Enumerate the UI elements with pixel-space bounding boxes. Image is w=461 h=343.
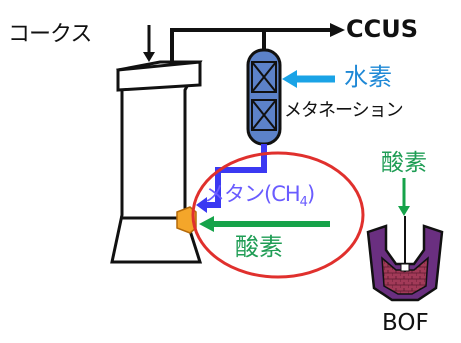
methane-label-subscript: 4 [299, 195, 308, 211]
methane-label: メタン(CH4) [204, 182, 315, 211]
methanation-label: メタネーション [284, 100, 404, 121]
bof-converter [366, 216, 444, 302]
coke-feed-arrow [143, 25, 155, 62]
oxygen-furnace-arrow [199, 216, 330, 232]
hydrogen-label: 水素 [344, 63, 392, 91]
methane-label-main: メタン(CH [204, 182, 301, 206]
highlight-ellipse [191, 151, 365, 279]
bof-label: BOF [382, 310, 429, 336]
methanation-reactor [246, 48, 282, 146]
methane-label-close: ) [306, 182, 315, 206]
oxygen-bof-label: 酸素 [381, 150, 427, 176]
coke-label: コークス [8, 22, 92, 47]
ccus-label: CCUS [346, 15, 418, 43]
oxygen-bof-arrow [398, 178, 410, 216]
oxygen-furnace-label: 酸素 [235, 233, 283, 261]
off-gas-pipe [170, 23, 345, 62]
hydrogen-arrow [282, 70, 335, 88]
